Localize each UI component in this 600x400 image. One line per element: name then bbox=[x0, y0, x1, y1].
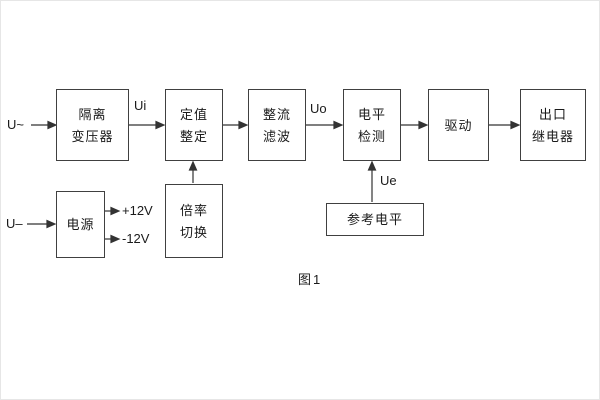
box-label: 倍率 bbox=[179, 202, 208, 218]
label-ue-signal: Ue bbox=[380, 173, 397, 188]
arrow-rectifier-to-level bbox=[306, 120, 344, 130]
box-label: 隔离 bbox=[78, 106, 107, 122]
box-label: 变压器 bbox=[71, 128, 114, 144]
box-label: 驱动 bbox=[444, 117, 473, 133]
arrow-setting-to-rectifier bbox=[223, 120, 249, 130]
label-minus-12v: -12V bbox=[122, 231, 150, 246]
label-ui-signal: Ui bbox=[134, 98, 147, 113]
box-rectifier-filter: 整流 滤波 bbox=[248, 89, 306, 161]
box-label: 参考电平 bbox=[346, 212, 403, 227]
arrow-udc-to-power bbox=[27, 219, 57, 229]
arrow-transformer-to-setting bbox=[129, 120, 166, 130]
arrow-level-to-drive bbox=[401, 120, 429, 130]
box-level-detect: 电平 检测 bbox=[343, 89, 401, 161]
box-label: 继电器 bbox=[531, 128, 574, 144]
box-multiplier-switch: 倍率 切换 bbox=[165, 184, 223, 258]
box-label: 滤波 bbox=[262, 128, 291, 144]
box-drive: 驱动 bbox=[428, 89, 489, 161]
box-isolation-transformer: 隔离 变压器 bbox=[56, 89, 129, 161]
box-output-relay: 出口 继电器 bbox=[520, 89, 586, 161]
box-label: 整流 bbox=[262, 106, 291, 122]
arrow-uac-to-transformer bbox=[31, 120, 58, 130]
box-label: 电平 bbox=[357, 106, 386, 122]
arrow-multiplier-to-setting bbox=[188, 160, 198, 183]
arrow-drive-to-relay bbox=[489, 120, 521, 130]
box-setting-adjust: 定值 整定 bbox=[165, 89, 223, 161]
box-label: 出口 bbox=[538, 106, 567, 122]
label-ac-input: U~ bbox=[7, 117, 24, 132]
label-uo-signal: Uo bbox=[310, 101, 327, 116]
arrow-power-to-minus12v bbox=[105, 234, 121, 244]
box-label: 检测 bbox=[357, 128, 386, 144]
figure-caption: 图1 bbox=[298, 272, 323, 287]
box-label: 定值 bbox=[179, 106, 208, 122]
box-label: 电源 bbox=[66, 217, 95, 232]
box-label: 切换 bbox=[179, 224, 208, 240]
label-plus-12v: +12V bbox=[122, 203, 153, 218]
arrow-reference-to-level bbox=[367, 160, 377, 202]
box-label: 整定 bbox=[179, 128, 208, 144]
arrow-power-to-plus12v bbox=[105, 206, 121, 216]
label-dc-input: U– bbox=[6, 216, 23, 231]
box-reference-level: 参考电平 bbox=[326, 203, 424, 236]
box-power-supply: 电源 bbox=[56, 191, 105, 258]
